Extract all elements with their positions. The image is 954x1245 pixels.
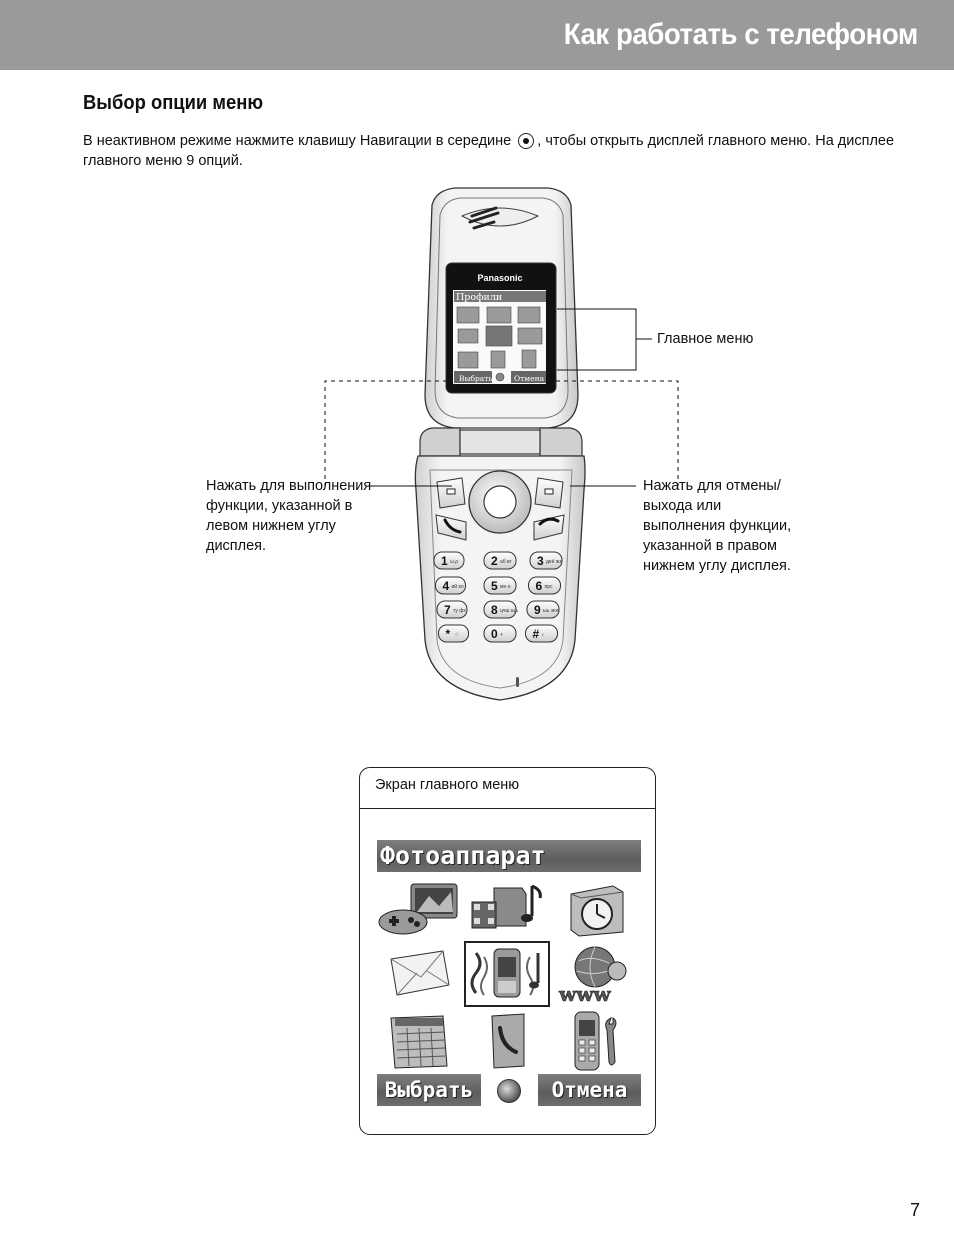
main-screen-select-icon[interactable] <box>497 1079 521 1103</box>
keypad-key-letters: ☆ <box>455 632 460 638</box>
keypad-key-letters: ыь эюя <box>543 608 560 614</box>
header-bar: Как работать с телефоном <box>0 0 954 70</box>
keypad-key-letters: ω.ρ <box>450 559 458 565</box>
main-screen-softkey-left[interactable]: Выбрать <box>377 1074 481 1106</box>
page-header-title: Как работать с телефоном <box>563 18 919 51</box>
callout-right-line: выполнения функции, <box>643 518 792 534</box>
keypad-key-letters: ту фх <box>453 608 466 614</box>
keypad-key-letters: + <box>500 632 503 638</box>
phone-screen-title: Профили <box>456 292 502 303</box>
keypad-key-number: 2 <box>491 554 498 568</box>
keypad-key-number: 8 <box>491 603 498 617</box>
keypad-key-number: 5 <box>491 579 498 593</box>
keypad-key-letters: мн о <box>500 584 511 590</box>
intro-text-after: , чтобы открыть дисплей главного меню. Н… <box>83 133 895 169</box>
phone-hinge <box>419 427 583 457</box>
www-globe-icon[interactable]: www <box>551 941 637 1007</box>
intro-text-before: В неактивном режиме нажмите клавишу Нави… <box>83 133 512 149</box>
intro-paragraph: В неактивном режиме нажмите клавишу Нави… <box>83 131 923 171</box>
phone-illustration: Panasonic Профили Выбрать Отмена <box>324 187 679 701</box>
phone-softkey-left-label: Выбрать <box>459 374 493 383</box>
phone-softkey-right-label: Отмена <box>514 374 545 383</box>
calendar-icon[interactable] <box>377 1008 463 1074</box>
callout-right-softkey: Нажать для отмены/ выхода или выполнения… <box>643 476 791 576</box>
page-number: 7 <box>909 1200 920 1220</box>
main-screen-softkey-right[interactable]: Отмена <box>538 1074 641 1106</box>
callout-left-line: функции, указанной в <box>206 498 353 514</box>
keypad-key-number: 1 <box>441 554 448 568</box>
keypad-key-number: 7 <box>444 603 451 617</box>
keypad-key-letters: аб вг <box>500 559 512 565</box>
callout-left-softkey: Нажать для выполнения функции, указанной… <box>206 476 371 556</box>
keypad-key-number: 0 <box>491 627 498 641</box>
keypad-key-letters: ий кл <box>452 583 464 590</box>
keypad-key-letters: цчш щъ <box>500 608 518 614</box>
main-screen-title: Фотоаппарат <box>380 841 546 870</box>
keypad-key-number: # <box>533 627 540 641</box>
keypad-key-11[interactable]: 0+ <box>483 624 517 643</box>
main-menu-box-caption: Экран главного меню <box>375 777 520 793</box>
keypad-key-letters: деё жз <box>546 559 562 565</box>
keypad-key-number: 3 <box>537 554 544 568</box>
settings-phone-icon[interactable] <box>551 1008 637 1074</box>
callout-left-line: Нажать для выполнения <box>206 478 372 494</box>
phone-brand-label: Panasonic <box>477 273 522 283</box>
callout-right-line: выхода или <box>643 498 722 514</box>
phonebook-icon[interactable] <box>464 1008 550 1074</box>
main-screen-title-bar: Фотоаппарат <box>377 840 641 872</box>
keypad-key-number: 6 <box>536 579 543 593</box>
callout-right-line: Нажать для отмены/ <box>643 478 781 494</box>
keypad-key-12[interactable]: #♪ <box>525 624 558 643</box>
media-icon[interactable] <box>464 876 550 942</box>
keypad-key-number: 9 <box>534 603 541 617</box>
callout-lines <box>324 308 679 487</box>
profiles-phone-icon[interactable] <box>464 941 550 1007</box>
keypad-key-letters: прс <box>545 584 553 590</box>
alarm-clock-icon[interactable] <box>551 876 637 942</box>
box-divider <box>360 808 655 810</box>
navigation-key-icon <box>518 133 535 149</box>
svg-text:www: www <box>558 982 611 1006</box>
callout-main-menu: Главное меню <box>657 331 754 347</box>
callout-right-line: указанной в правом <box>643 538 778 554</box>
games-icon[interactable] <box>377 876 463 942</box>
envelope-icon[interactable] <box>377 941 463 1007</box>
section-title: Выбор опции меню <box>83 92 264 114</box>
keypad-key-number: 4 <box>443 579 450 593</box>
main-menu-screen-box: Экран главного меню Фотоаппарат <box>359 767 656 1135</box>
phone-display: Panasonic Профили Выбрать Отмена <box>453 273 546 384</box>
callout-right-line: нижнем углу дисплея. <box>643 558 791 574</box>
callout-left-line: левом нижнем углу <box>206 518 336 534</box>
keypad-key-number: * <box>446 627 451 641</box>
keypad-key-letters: ♪ <box>542 632 545 638</box>
callout-left-line: дисплея. <box>206 538 267 554</box>
keypad-key-10[interactable]: *☆ <box>438 624 469 643</box>
